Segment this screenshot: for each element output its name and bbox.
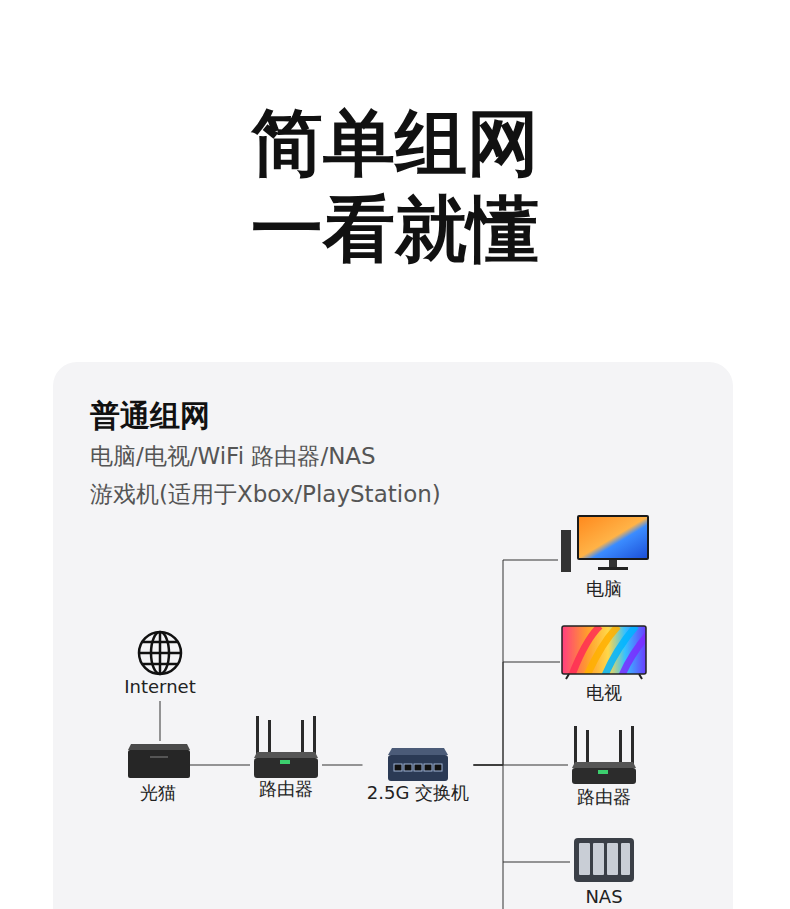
- panel-heading: 普通组网: [90, 398, 696, 434]
- tv-icon: [562, 626, 650, 680]
- tv-node: 电视: [560, 624, 648, 704]
- device-label: NAS: [585, 886, 622, 908]
- device-label: 2.5G 交换机: [367, 782, 469, 804]
- device-label: 电视: [586, 682, 622, 704]
- trunk-line: [503, 862, 504, 909]
- device-label: Internet: [124, 676, 195, 698]
- network-cable: [322, 765, 363, 766]
- device-label: 路由器: [259, 778, 313, 800]
- network-cable: [474, 765, 571, 862]
- router-node: 路由器: [568, 726, 640, 808]
- globe-icon: [139, 632, 181, 674]
- network-cable: [190, 765, 250, 766]
- nas-node: NAS: [570, 838, 638, 908]
- nas-icon: [574, 838, 634, 882]
- network-cable: [474, 662, 561, 765]
- network-cable: [160, 701, 161, 741]
- device-label: 电脑: [586, 578, 622, 600]
- switch-node: 2.5G 交换机: [363, 746, 474, 804]
- panel-box: 普通组网电脑/电视/WiFi 路由器/NAS游戏机(适用于Xbox/PlaySt…: [53, 362, 733, 909]
- router-icon: [572, 726, 636, 784]
- internet-node: Internet: [120, 628, 200, 698]
- switch-icon: [388, 748, 448, 781]
- router-icon: [254, 716, 318, 778]
- computer-node: 电脑: [558, 514, 650, 600]
- panel-subtitle: 电脑/电视/WiFi 路由器/NAS: [90, 438, 696, 474]
- router-node: 路由器: [250, 716, 322, 800]
- page-title: 简单组网 一看就懂: [235, 100, 555, 272]
- panel-subtitle: 游戏机(适用于Xbox/PlayStation): [90, 476, 696, 512]
- modem-icon: [128, 744, 190, 778]
- device-label: 路由器: [577, 786, 631, 808]
- device-label: 光猫: [140, 782, 176, 804]
- modem-node: 光猫: [126, 742, 190, 804]
- computer-icon: [561, 515, 649, 572]
